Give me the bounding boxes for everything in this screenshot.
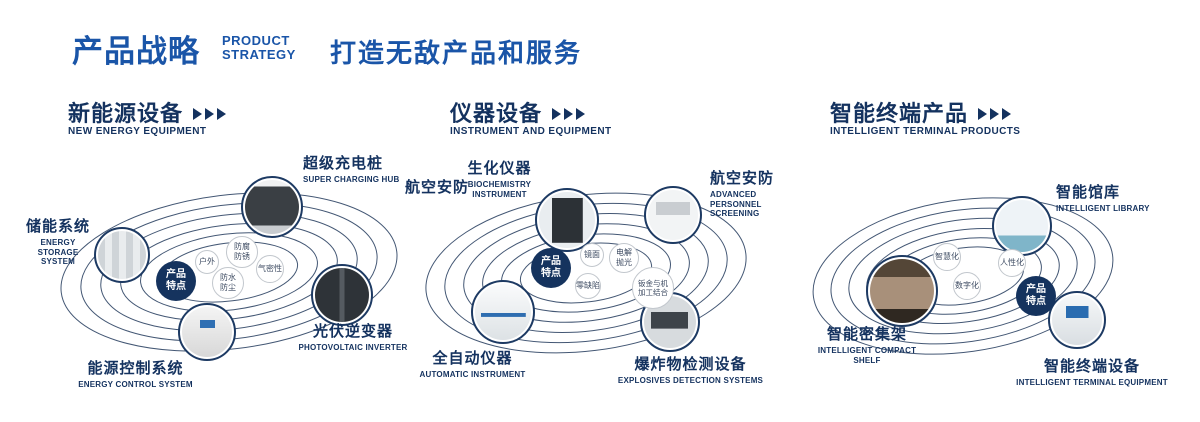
intelligent-library-image [996, 200, 1048, 252]
automatic-instrument-image [475, 284, 531, 340]
product-label-energy-control: 能源控制系统 ENERGY CONTROL SYSTEM [78, 360, 193, 389]
page-slogan: 打造无敌产品和服务 [330, 38, 583, 68]
feature-bubble-waterproof: 防水防尘 [212, 267, 244, 299]
personnel-screening-image [648, 190, 698, 240]
energy-storage-image [98, 231, 146, 279]
feature-bubble-mirror: 镜面 [580, 243, 604, 267]
feature-bubble-electropolishing: 电解抛光 [609, 243, 639, 273]
page-title-en: PRODUCT STRATEGY [222, 33, 296, 63]
product-label-automatic-instrument: 全自动仪器 AUTOMATIC INSTRUMENT [419, 350, 526, 379]
feature-bubble-intelligent: 智慧化 [933, 243, 961, 271]
product-circle-biochemistry [535, 188, 599, 252]
feature-bubble-humanized: 人性化 [998, 249, 1026, 277]
section-title-en: NEW ENERGY EQUIPMENT [68, 126, 207, 137]
product-circle-personnel-screening [644, 186, 702, 244]
product-circle-automatic-instrument [471, 280, 535, 344]
product-label-energy-storage: 储能系统 ENERGY STORAGE SYSTEM [25, 218, 90, 267]
product-features-badge: 产品特点 [156, 261, 196, 301]
product-label-super-charging-hub: 超级充电桩 SUPER CHARGING HUB [303, 155, 400, 184]
product-circle-compact-shelf [866, 255, 938, 327]
page-title: 产品战略 [72, 34, 200, 69]
section-head-new-energy: 新能源设备 [68, 96, 227, 128]
section-title: 新能源设备 [68, 101, 184, 126]
product-label-intelligent-library: 智能馆库 INTELLIGENT LIBRARY [1056, 184, 1150, 213]
section-title-en: INTELLIGENT TERMINAL PRODUCTS [830, 126, 1021, 137]
terminal-equipment-image [1052, 295, 1102, 345]
compact-shelf-image [870, 259, 934, 323]
product-circle-super-charging-hub [241, 176, 303, 238]
super-charging-hub-image [245, 180, 299, 234]
feature-bubble-digital: 数字化 [953, 272, 981, 300]
product-circle-terminal-equipment [1048, 291, 1106, 349]
energy-control-image [182, 307, 232, 357]
product-circle-explosives-detection [640, 292, 700, 352]
feature-bubble-airtightness: 气密性 [256, 255, 284, 283]
triple-chevron-icon [552, 107, 586, 120]
product-label-compact-shelf: 智能密集架 INTELLIGENT COMPACT SHELF [817, 326, 917, 365]
biochemistry-instrument-image [539, 192, 595, 248]
product-label-explosives-detection: 爆炸物检测设备 EXPLOSIVES DETECTION SYSTEMS [617, 356, 764, 385]
section-title: 智能终端产品 [830, 101, 969, 126]
product-label-personnel-screening: 航空安防 ADVANCED PERSONNEL SCREENING [710, 170, 775, 219]
explosives-detection-image [644, 296, 696, 348]
page-title-en-line2: STRATEGY [222, 47, 296, 63]
product-circle-energy-control [178, 303, 236, 361]
photovoltaic-inverter-image [315, 268, 369, 322]
product-label-photovoltaic-inverter: 光伏逆变器 PHOTOVOLTAIC INVERTER [298, 323, 408, 352]
section-title-en: INSTRUMENT AND EQUIPMENT [450, 126, 612, 137]
feature-bubble-outdoor: 户外 [195, 250, 219, 274]
side-label-aviation-security: 航空安防 [405, 179, 470, 196]
feature-bubble-anticorrosion: 防腐防锈 [226, 236, 258, 268]
product-features-badge: 产品特点 [531, 248, 571, 288]
page-title-en-line1: PRODUCT [222, 33, 290, 48]
product-circle-intelligent-library [992, 196, 1052, 256]
feature-bubble-sheetmetal-machining: 钣金与机加工结合 [632, 267, 674, 309]
section-head-intelligent-terminal: 智能终端产品 [830, 96, 1012, 128]
product-circle-photovoltaic-inverter [311, 264, 373, 326]
triple-chevron-icon [978, 107, 1012, 120]
feature-bubble-zero-defect: 零缺陷 [575, 273, 601, 299]
section-title: 仪器设备 [450, 101, 543, 126]
product-label-biochemistry: 生化仪器 BIOCHEMISTRY INSTRUMENT [467, 160, 532, 199]
triple-chevron-icon [193, 107, 227, 120]
product-circle-energy-storage [94, 227, 150, 283]
section-head-instruments: 仪器设备 [450, 96, 586, 128]
product-features-badge: 产品特点 [1016, 276, 1056, 316]
product-label-terminal-equipment: 智能终端设备 INTELLIGENT TERMINAL EQUIPMENT [1016, 358, 1168, 387]
